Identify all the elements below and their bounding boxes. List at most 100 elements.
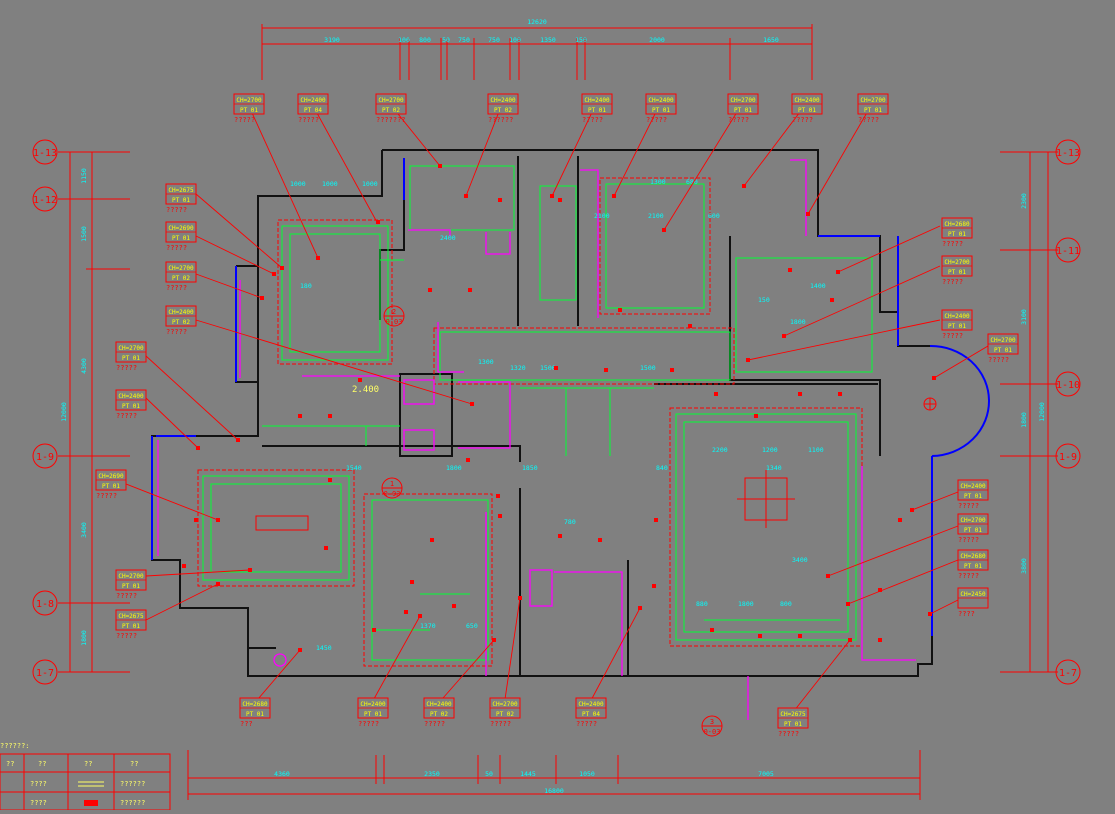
ceiling-details: [197, 177, 863, 667]
paint-code-label: PT 01: [172, 197, 190, 204]
light-marker: [236, 438, 240, 442]
svg-text:1-10: 1-10: [1056, 380, 1080, 391]
light-marker: [430, 538, 434, 542]
svg-text:1-7: 1-7: [36, 668, 54, 679]
paint-code-label: PT 01: [948, 269, 966, 276]
paint-code-label: PT 02: [382, 107, 400, 114]
ceiling-height-label: CH=2400: [960, 483, 986, 490]
svg-text:??: ??: [84, 760, 92, 768]
bottom-seg-dim: 7005: [758, 770, 774, 778]
left-dim: 4300: [80, 358, 88, 374]
ceiling-height-label: CH=2700: [168, 265, 194, 272]
material-note: ?????: [116, 632, 137, 640]
svg-text:1000: 1000: [362, 180, 378, 188]
svg-text:1-12: 1-12: [33, 195, 57, 206]
light-marker: [826, 574, 830, 578]
svg-text:1450: 1450: [316, 644, 332, 652]
material-note: ?????: [166, 206, 187, 214]
ceiling-height-label: CH=2450: [960, 591, 986, 598]
svg-text:1540: 1540: [346, 464, 362, 472]
light-marker: [598, 538, 602, 542]
top-seg-dim: 750: [458, 36, 470, 44]
svg-text:1: 1: [390, 480, 394, 488]
light-marker: [498, 198, 502, 202]
svg-text:2.400: 2.400: [352, 385, 379, 395]
material-note: ?????: [988, 356, 1009, 364]
svg-text:1300: 1300: [478, 358, 494, 366]
material-note: ?????: [358, 720, 379, 728]
windows: [151, 158, 990, 636]
ceiling-height-label: CH=2680: [960, 553, 986, 560]
svg-text:????: ????: [30, 780, 47, 788]
light-marker: [466, 458, 470, 462]
light-marker: [836, 270, 840, 274]
material-note: ?????: [858, 116, 879, 124]
axis-bubble: 1-7: [32, 659, 58, 685]
svg-text:1-13: 1-13: [33, 148, 57, 159]
light-marker: [782, 334, 786, 338]
legend-title: ??????:: [0, 742, 30, 750]
ceiling-height-label: CH=2400: [578, 701, 604, 708]
svg-text:840: 840: [656, 464, 668, 472]
light-marker: [216, 582, 220, 586]
light-marker: [248, 568, 252, 572]
paint-code-label: PT 02: [496, 711, 514, 718]
light-marker: [798, 634, 802, 638]
left-dim: 12000: [60, 402, 68, 422]
light-marker: [846, 602, 850, 606]
paint-code-label: PT 01: [102, 483, 120, 490]
paint-code-label: PT 02: [430, 711, 448, 718]
paint-code-label: PT 01: [994, 347, 1012, 354]
material-note: ?????: [958, 572, 979, 580]
axis-bubble: 1-9: [1055, 443, 1081, 469]
ceiling-height-label: CH=2400: [300, 97, 326, 104]
material-note: ???????: [376, 116, 406, 124]
right-axis-chain: 1-13 1-11 1-10 1-9 1-7 2300 3100 12000 1…: [1000, 139, 1081, 685]
light-marker: [298, 414, 302, 418]
axis-bubble: 1-10: [1055, 371, 1081, 397]
light-marker: [742, 184, 746, 188]
ceiling-height-label: CH=2700: [960, 517, 986, 524]
material-note: ????: [958, 610, 975, 618]
svg-text:1400: 1400: [810, 282, 826, 290]
paint-code-label: PT 04: [582, 711, 600, 718]
ceiling-height-label: CH=2400: [794, 97, 820, 104]
light-marker: [838, 392, 842, 396]
left-dim: 1150: [80, 168, 88, 184]
svg-text:2: 2: [392, 308, 396, 316]
ceiling-height-label: CH=2400: [360, 701, 386, 708]
svg-text:1300: 1300: [650, 178, 666, 186]
svg-text:2100: 2100: [648, 212, 664, 220]
svg-text:1500: 1500: [640, 364, 656, 372]
ceiling-height-label: CH=2700: [118, 345, 144, 352]
partition-lines: [372, 259, 840, 631]
svg-text:600: 600: [708, 212, 720, 220]
material-note: ?????: [958, 536, 979, 544]
light-marker: [452, 604, 456, 608]
bottom-seg-dim: 1445: [520, 770, 536, 778]
svg-text:1000: 1000: [290, 180, 306, 188]
ceiling-height-label: CH=2400: [426, 701, 452, 708]
ceiling-outlines: [202, 165, 873, 661]
svg-text:800: 800: [780, 600, 792, 608]
axis-bubble: 1-8: [32, 590, 58, 616]
light-marker: [878, 638, 882, 642]
svg-text:1200: 1200: [762, 446, 778, 454]
ceiling-height-label: CH=2400: [584, 97, 610, 104]
leader-lines: [125, 103, 989, 717]
light-marker: [328, 478, 332, 482]
paint-code-label: PT 04: [304, 107, 322, 114]
light-marker: [438, 164, 442, 168]
svg-text:1800: 1800: [446, 464, 462, 472]
svg-text:880: 880: [696, 600, 708, 608]
material-note: ?????: [424, 720, 445, 728]
top-seg-dim: 150: [575, 36, 587, 44]
paint-code-label: PT 01: [652, 107, 670, 114]
ceiling-height-label: CH=2700: [492, 701, 518, 708]
